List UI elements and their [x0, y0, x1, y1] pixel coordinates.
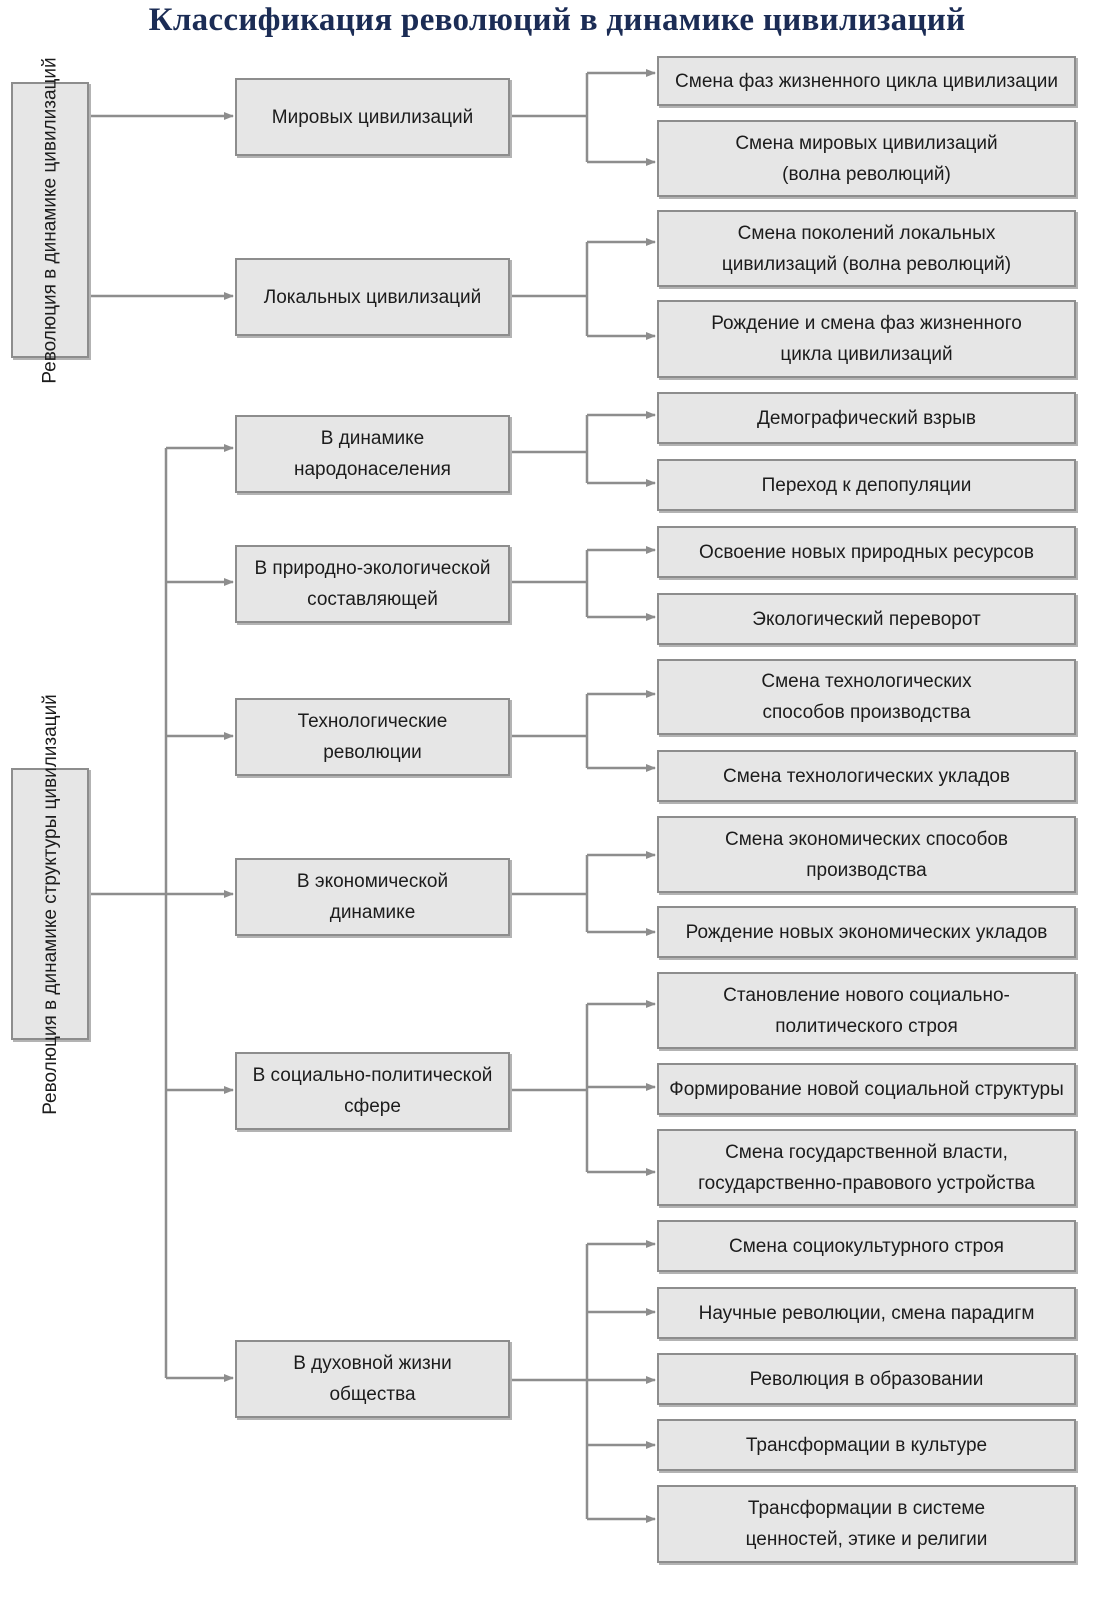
- leaf-box: Смена фаз жизненного цикла цивилизации: [657, 56, 1076, 106]
- leaf-box: Смена социокультурного строя: [657, 1220, 1076, 1272]
- leaf-label: Освоение новых природных ресурсов: [699, 541, 1034, 563]
- leaf-box: Научные революции, смена парадигм: [657, 1287, 1076, 1339]
- branch-box: Локальных цивилизаций: [235, 258, 510, 336]
- leaf-label: Смена социокультурного строя: [729, 1235, 1004, 1257]
- leaf-label: Формирование новой социальной структуры: [669, 1078, 1064, 1100]
- leaf-label: Смена технологических укладов: [723, 765, 1010, 787]
- leaf-label: Становление нового социально- политическ…: [723, 984, 1010, 1037]
- leaf-label: Смена государственной власти, государств…: [698, 1141, 1035, 1194]
- leaf-label: Смена фаз жизненного цикла цивилизации: [675, 70, 1058, 92]
- root-label: Революция в динамике цивилизаций: [39, 56, 61, 384]
- branch-label: В экономической динамике: [296, 871, 449, 923]
- leaf-box: Освоение новых природных ресурсов: [657, 526, 1076, 578]
- leaf-label: Революция в образовании: [749, 1368, 984, 1390]
- leaf-label: Смена экономических способов производств…: [724, 828, 1009, 881]
- leaf-box: Формирование новой социальной структуры: [657, 1063, 1076, 1115]
- leaf-box: Переход к депопуляции: [657, 459, 1076, 511]
- branch-box: Мировых цивилизаций: [235, 78, 510, 156]
- leaf-label: Рождение и смена фаз жизненного цикла ци…: [711, 313, 1022, 365]
- leaf-box: Рождение новых экономических укладов: [657, 906, 1076, 958]
- leaf-label: Смена технологических способов производс…: [761, 671, 972, 723]
- leaf-box: Революция в образовании: [657, 1353, 1076, 1405]
- leaf-label: Демографический взрыв: [756, 407, 977, 429]
- leaf-box: Смена экономических способов производств…: [657, 816, 1076, 893]
- leaf-label: Трансформации в системе ценностей, этике…: [745, 1498, 988, 1550]
- leaf-box: Трансформации в культуре: [657, 1419, 1076, 1471]
- leaf-box: Демографический взрыв: [657, 392, 1076, 444]
- branch-box: В социально-политической сфере: [235, 1052, 510, 1130]
- branch-box: Технологические революции: [235, 698, 510, 776]
- leaf-box: Смена государственной власти, государств…: [657, 1129, 1076, 1206]
- leaf-label: Научные революции, смена парадигм: [698, 1302, 1035, 1324]
- branch-box: В экономической динамике: [235, 858, 510, 936]
- branch-label: Мировых цивилизаций: [271, 106, 474, 128]
- leaf-label: Смена поколений локальных цивилизаций (в…: [721, 222, 1012, 275]
- branch-box: В природно-экологической составляющей: [235, 545, 510, 623]
- leaf-box: Смена технологических способов производс…: [657, 659, 1076, 735]
- leaf-label: Переход к депопуляции: [761, 474, 972, 496]
- root-box-civilizations: Революция в динамике цивилизаций: [11, 57, 89, 383]
- branch-label: Технологические революции: [297, 711, 448, 763]
- leaf-box: Трансформации в системе ценностей, этике…: [657, 1485, 1076, 1563]
- leaf-box: Смена технологических укладов: [657, 750, 1076, 802]
- leaf-label: Смена мировых цивилизаций (волна революц…: [735, 132, 998, 185]
- leaf-box: Экологический переворот: [657, 593, 1076, 645]
- branch-label: В природно-экологической составляющей: [254, 558, 491, 610]
- root-label: Революция в динамике структуры цивилизац…: [39, 693, 61, 1115]
- diagram-title: Классификация революций в динамике цивил…: [148, 2, 966, 38]
- branch-label: В духовной жизни общества: [293, 1353, 452, 1405]
- leaf-box: Становление нового социально- политическ…: [657, 972, 1076, 1049]
- leaf-label: Экологический переворот: [752, 608, 981, 630]
- branch-label: Локальных цивилизаций: [263, 286, 482, 308]
- branch-label: В социально-политической сфере: [252, 1065, 493, 1117]
- leaf-box: Рождение и смена фаз жизненного цикла ци…: [657, 300, 1076, 378]
- leaf-label: Рождение новых экономических укладов: [685, 921, 1048, 943]
- branch-box: В динамике народонаселения: [235, 415, 510, 493]
- branch-label: В динамике народонаселения: [294, 428, 451, 480]
- leaf-box: Смена мировых цивилизаций (волна революц…: [657, 120, 1076, 197]
- branch-box: В духовной жизни общества: [235, 1340, 510, 1418]
- leaf-box: Смена поколений локальных цивилизаций (в…: [657, 210, 1076, 287]
- root-box-structure: Революция в динамике структуры цивилизац…: [11, 694, 89, 1114]
- leaf-label: Трансформации в культуре: [745, 1434, 988, 1456]
